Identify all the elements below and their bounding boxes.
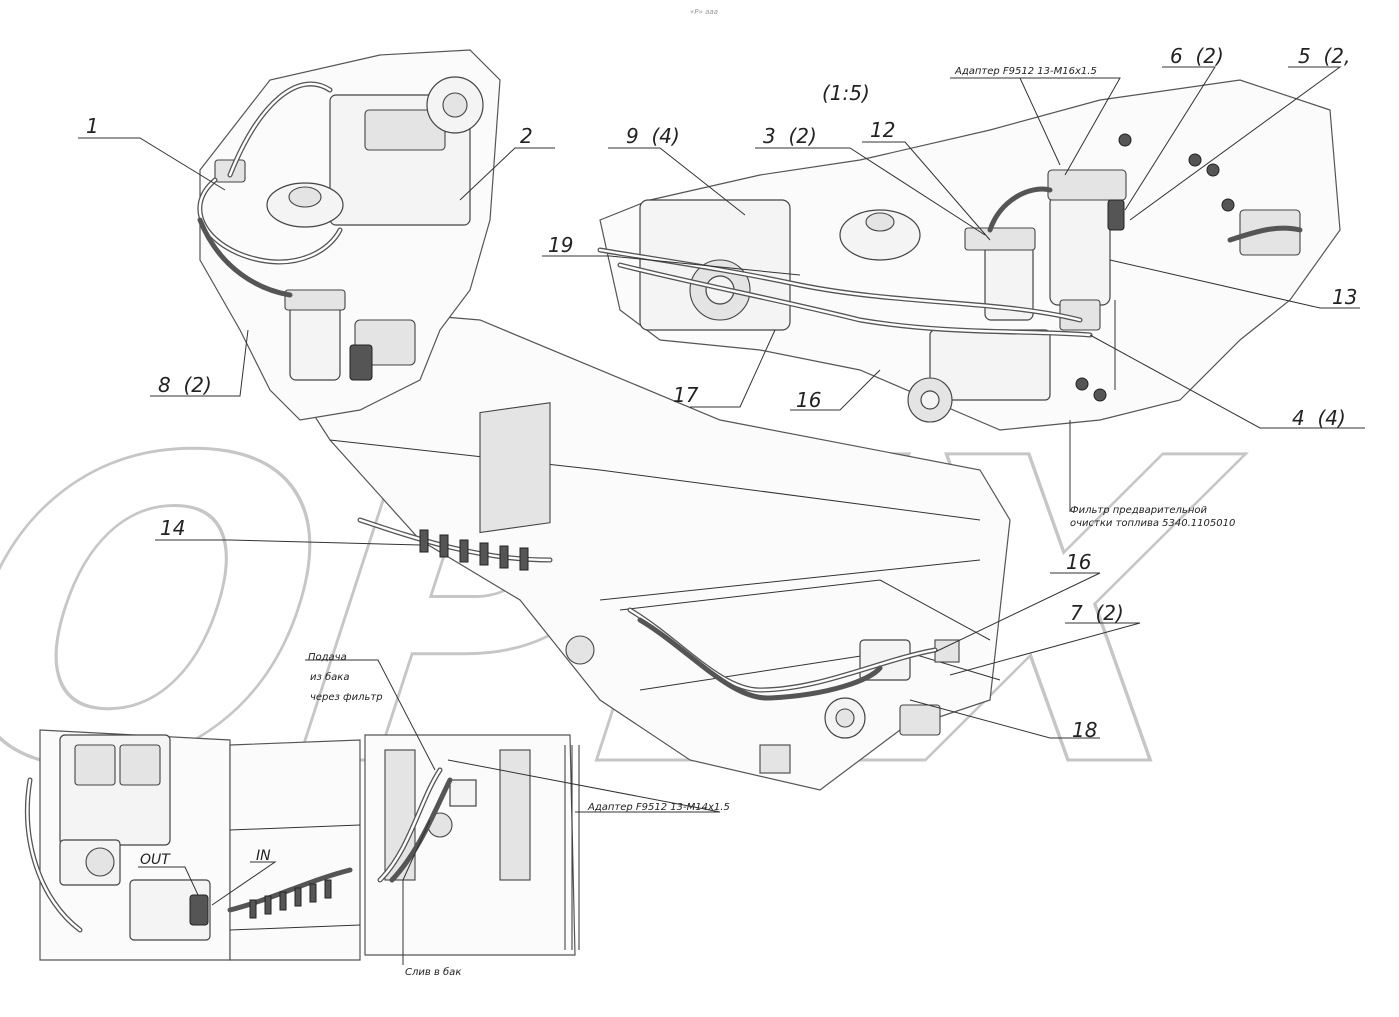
header-mark: «Р» ааа xyxy=(690,8,718,16)
callout-19: 19 xyxy=(548,233,573,257)
callouts: 1 2 3 (2) 4 (4) 5 (2, 6 (2) 7 (2) 8 (2) … xyxy=(86,44,1357,742)
callout-9: 9 (4) xyxy=(626,124,680,148)
callout-8: 8 (2) xyxy=(158,373,212,397)
callout-16-lower: 16 xyxy=(1066,550,1091,574)
callout-13: 13 xyxy=(1332,285,1357,309)
callout-7: 7 (2) xyxy=(1070,601,1124,625)
callout-14: 14 xyxy=(160,516,185,540)
scale-note: (1:5) xyxy=(822,81,870,105)
callout-6: 6 (2) xyxy=(1170,44,1224,68)
corrugated-hose xyxy=(357,517,553,571)
callout-17: 17 xyxy=(673,383,699,407)
inset-bottom-left xyxy=(25,729,580,961)
callout-1: 1 xyxy=(86,114,99,138)
adapter-bottom-note: Адаптер F9512 13-M14x1.5 xyxy=(587,802,730,813)
callout-5: 5 (2, xyxy=(1298,44,1350,68)
callout-2: 2 xyxy=(520,124,533,148)
callout-12: 12 xyxy=(870,118,895,142)
callout-4: 4 (4) xyxy=(1292,406,1346,430)
engine-view-right xyxy=(597,79,1341,431)
leader-lines xyxy=(78,66,1365,965)
supply-note-line2: из бака xyxy=(310,671,349,683)
supply-note-line3: через фильтр xyxy=(310,692,383,703)
chassis-frame-main xyxy=(238,299,1011,791)
engine-view-left xyxy=(197,49,501,421)
adapter-top-note: Адаптер F9512 13-M16x1.5 xyxy=(954,66,1097,77)
drain-note: Слив в бак xyxy=(405,966,461,978)
prefilter-note-line1: Фильтр предварительной xyxy=(1070,505,1207,516)
prefilter-note-line2: очистки топлива 5340.1105010 xyxy=(1070,518,1235,529)
out-label: OUT xyxy=(140,852,171,868)
callout-18: 18 xyxy=(1072,718,1097,742)
supply-note-line1: Подача xyxy=(308,652,347,663)
in-label: IN xyxy=(256,848,271,864)
callout-3: 3 (2) xyxy=(763,124,817,148)
fuel-lines-tank xyxy=(627,607,938,701)
callout-16-upper: 16 xyxy=(796,388,821,412)
notes: Адаптер F9512 13-M16x1.5 Фильтр предвари… xyxy=(140,66,1235,978)
